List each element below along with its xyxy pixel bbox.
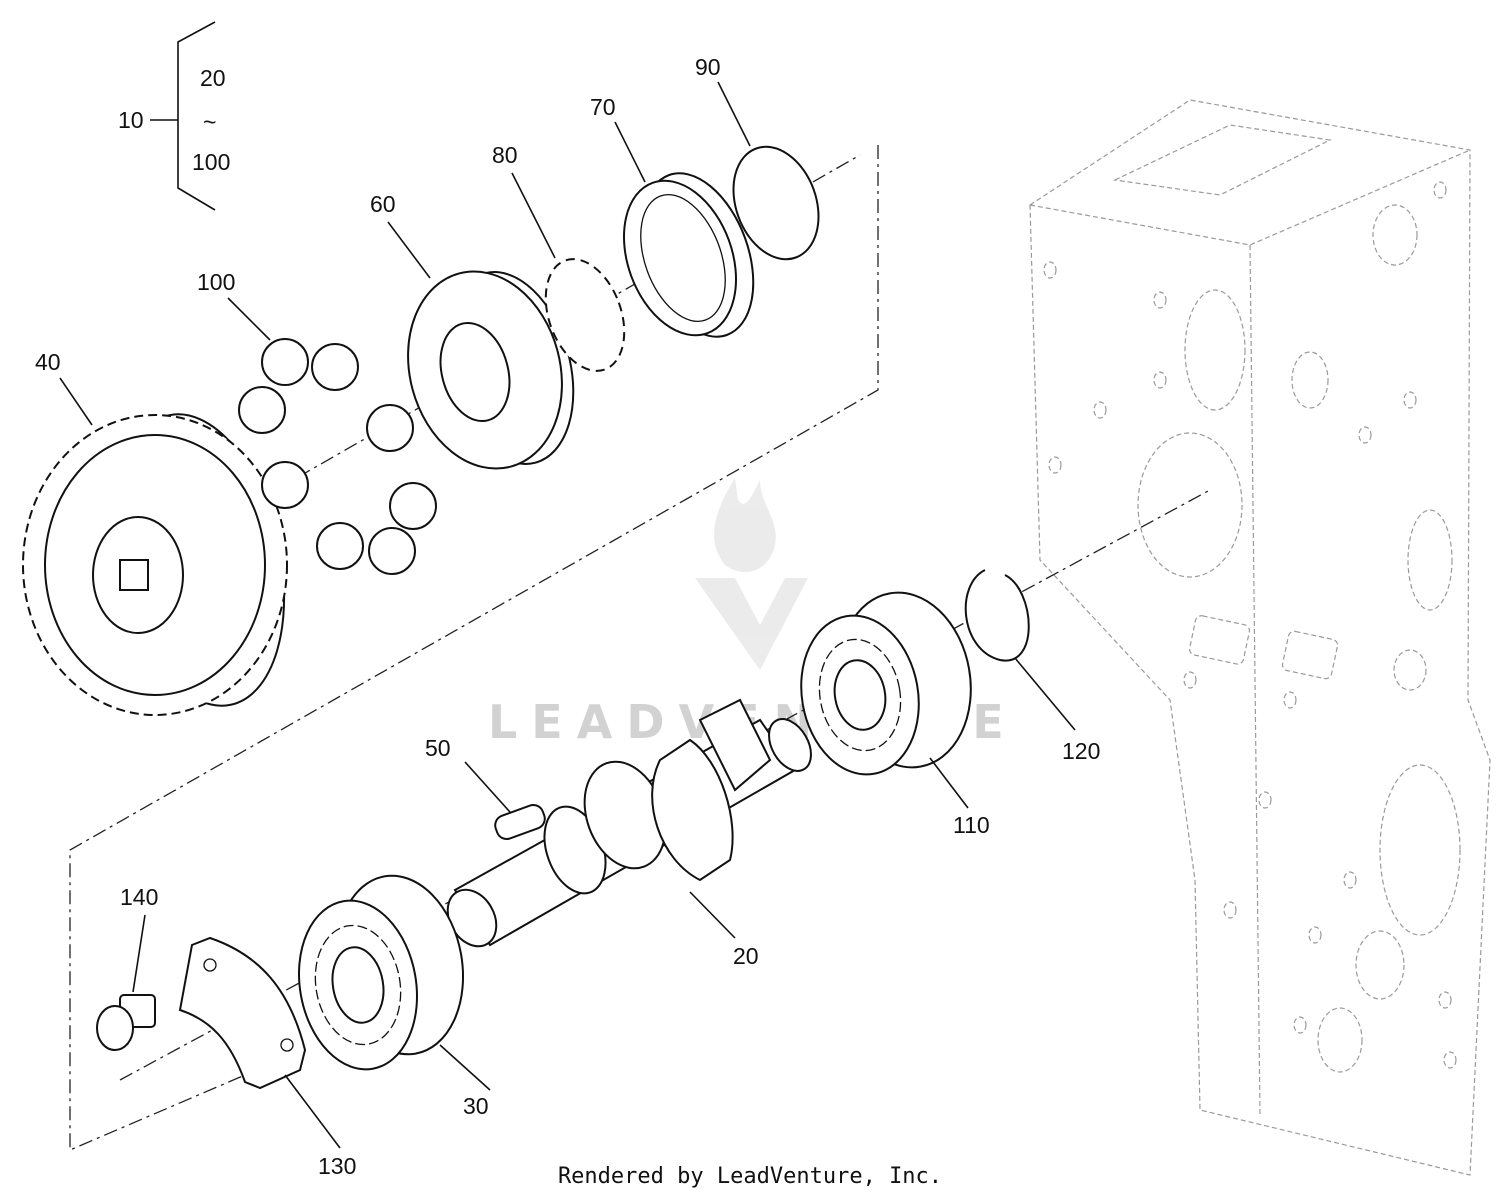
watermark-logo — [695, 478, 808, 670]
ball-set — [238, 338, 437, 575]
ball-ring — [544, 258, 626, 372]
callout-130: 130 — [318, 1153, 356, 1179]
assembly-range-separator: ~ — [203, 109, 216, 135]
retainer-hole-upper — [203, 958, 217, 972]
callout-30: 30 — [463, 1093, 489, 1119]
bolt — [96, 994, 156, 1051]
camshaft — [446, 698, 812, 948]
leader-lines — [59, 81, 1076, 1149]
group-boundary-dashed — [69, 145, 879, 1151]
callout-110: 110 — [953, 812, 990, 838]
circlip — [964, 569, 1030, 662]
assembly-range-end: 100 — [192, 149, 230, 175]
centerline-lower — [119, 489, 1211, 1081]
callout-20: 20 — [733, 943, 759, 969]
callout-140: 140 — [120, 884, 158, 910]
woodruff-key — [494, 803, 546, 841]
thrust-plate — [407, 270, 575, 470]
callout-70: 70 — [590, 94, 616, 120]
assembly-range-bracket — [150, 21, 216, 211]
assembly-range-start: 20 — [200, 65, 226, 91]
callout-80: 80 — [492, 142, 518, 168]
callout-40: 40 — [35, 349, 61, 375]
callout-90: 90 — [695, 54, 721, 80]
callout-60: 60 — [370, 191, 396, 217]
rendered-by-footer: Rendered by LeadVenture, Inc. — [557, 1164, 943, 1189]
callout-100: 100 — [197, 269, 235, 295]
retainer-hole-lower — [280, 1038, 294, 1052]
retainer-plate — [178, 936, 307, 1090]
bearing-rear — [800, 591, 972, 776]
bearing-front — [298, 874, 465, 1071]
engine-block-outline — [1029, 99, 1491, 1176]
gear-part — [22, 413, 288, 716]
callout-50: 50 — [425, 735, 451, 761]
snap-ring-upper — [732, 145, 820, 261]
bearing-cup — [622, 172, 755, 338]
assembly-label: 10 — [118, 107, 144, 133]
callout-120: 120 — [1062, 738, 1100, 764]
